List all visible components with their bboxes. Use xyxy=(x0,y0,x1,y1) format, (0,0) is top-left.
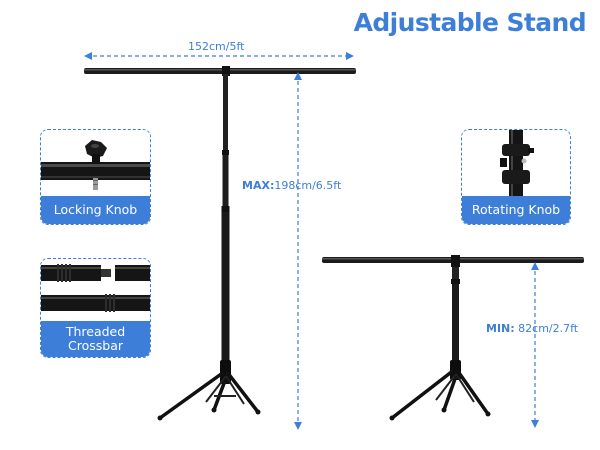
max-height-arrow xyxy=(294,72,302,430)
max-height-prefix: MAX: xyxy=(242,179,275,192)
max-height-value: 198cm/6.5ft xyxy=(274,179,342,192)
min-height-value: 82cm/2.7ft xyxy=(518,322,579,335)
min-height-prefix: MIN: xyxy=(486,322,515,335)
threaded-crossbar-card: Threaded Crossbar xyxy=(40,258,151,358)
rotating-knob-photo xyxy=(462,130,570,198)
width-dimension-arrow xyxy=(84,52,354,60)
threaded-crossbar-label: Threaded Crossbar xyxy=(41,321,150,357)
page-title: Adjustable Stand xyxy=(353,8,587,37)
locking-knob-label: Locking Knob xyxy=(41,196,150,224)
rotating-knob-card: Rotating Knob xyxy=(461,129,571,225)
threaded-crossbar-photo xyxy=(41,259,150,323)
locking-knob-photo xyxy=(41,130,150,198)
tall-stand xyxy=(84,66,356,421)
max-height-label: MAX:198cm/6.5ft xyxy=(242,179,341,192)
min-height-label: MIN: 82cm/2.7ft xyxy=(486,322,578,335)
short-stand xyxy=(322,255,584,421)
min-height-arrow xyxy=(531,262,539,428)
locking-knob-card: Locking Knob xyxy=(40,129,151,225)
rotating-knob-label: Rotating Knob xyxy=(462,196,570,224)
width-dimension-label: 152cm/5ft xyxy=(188,40,245,53)
